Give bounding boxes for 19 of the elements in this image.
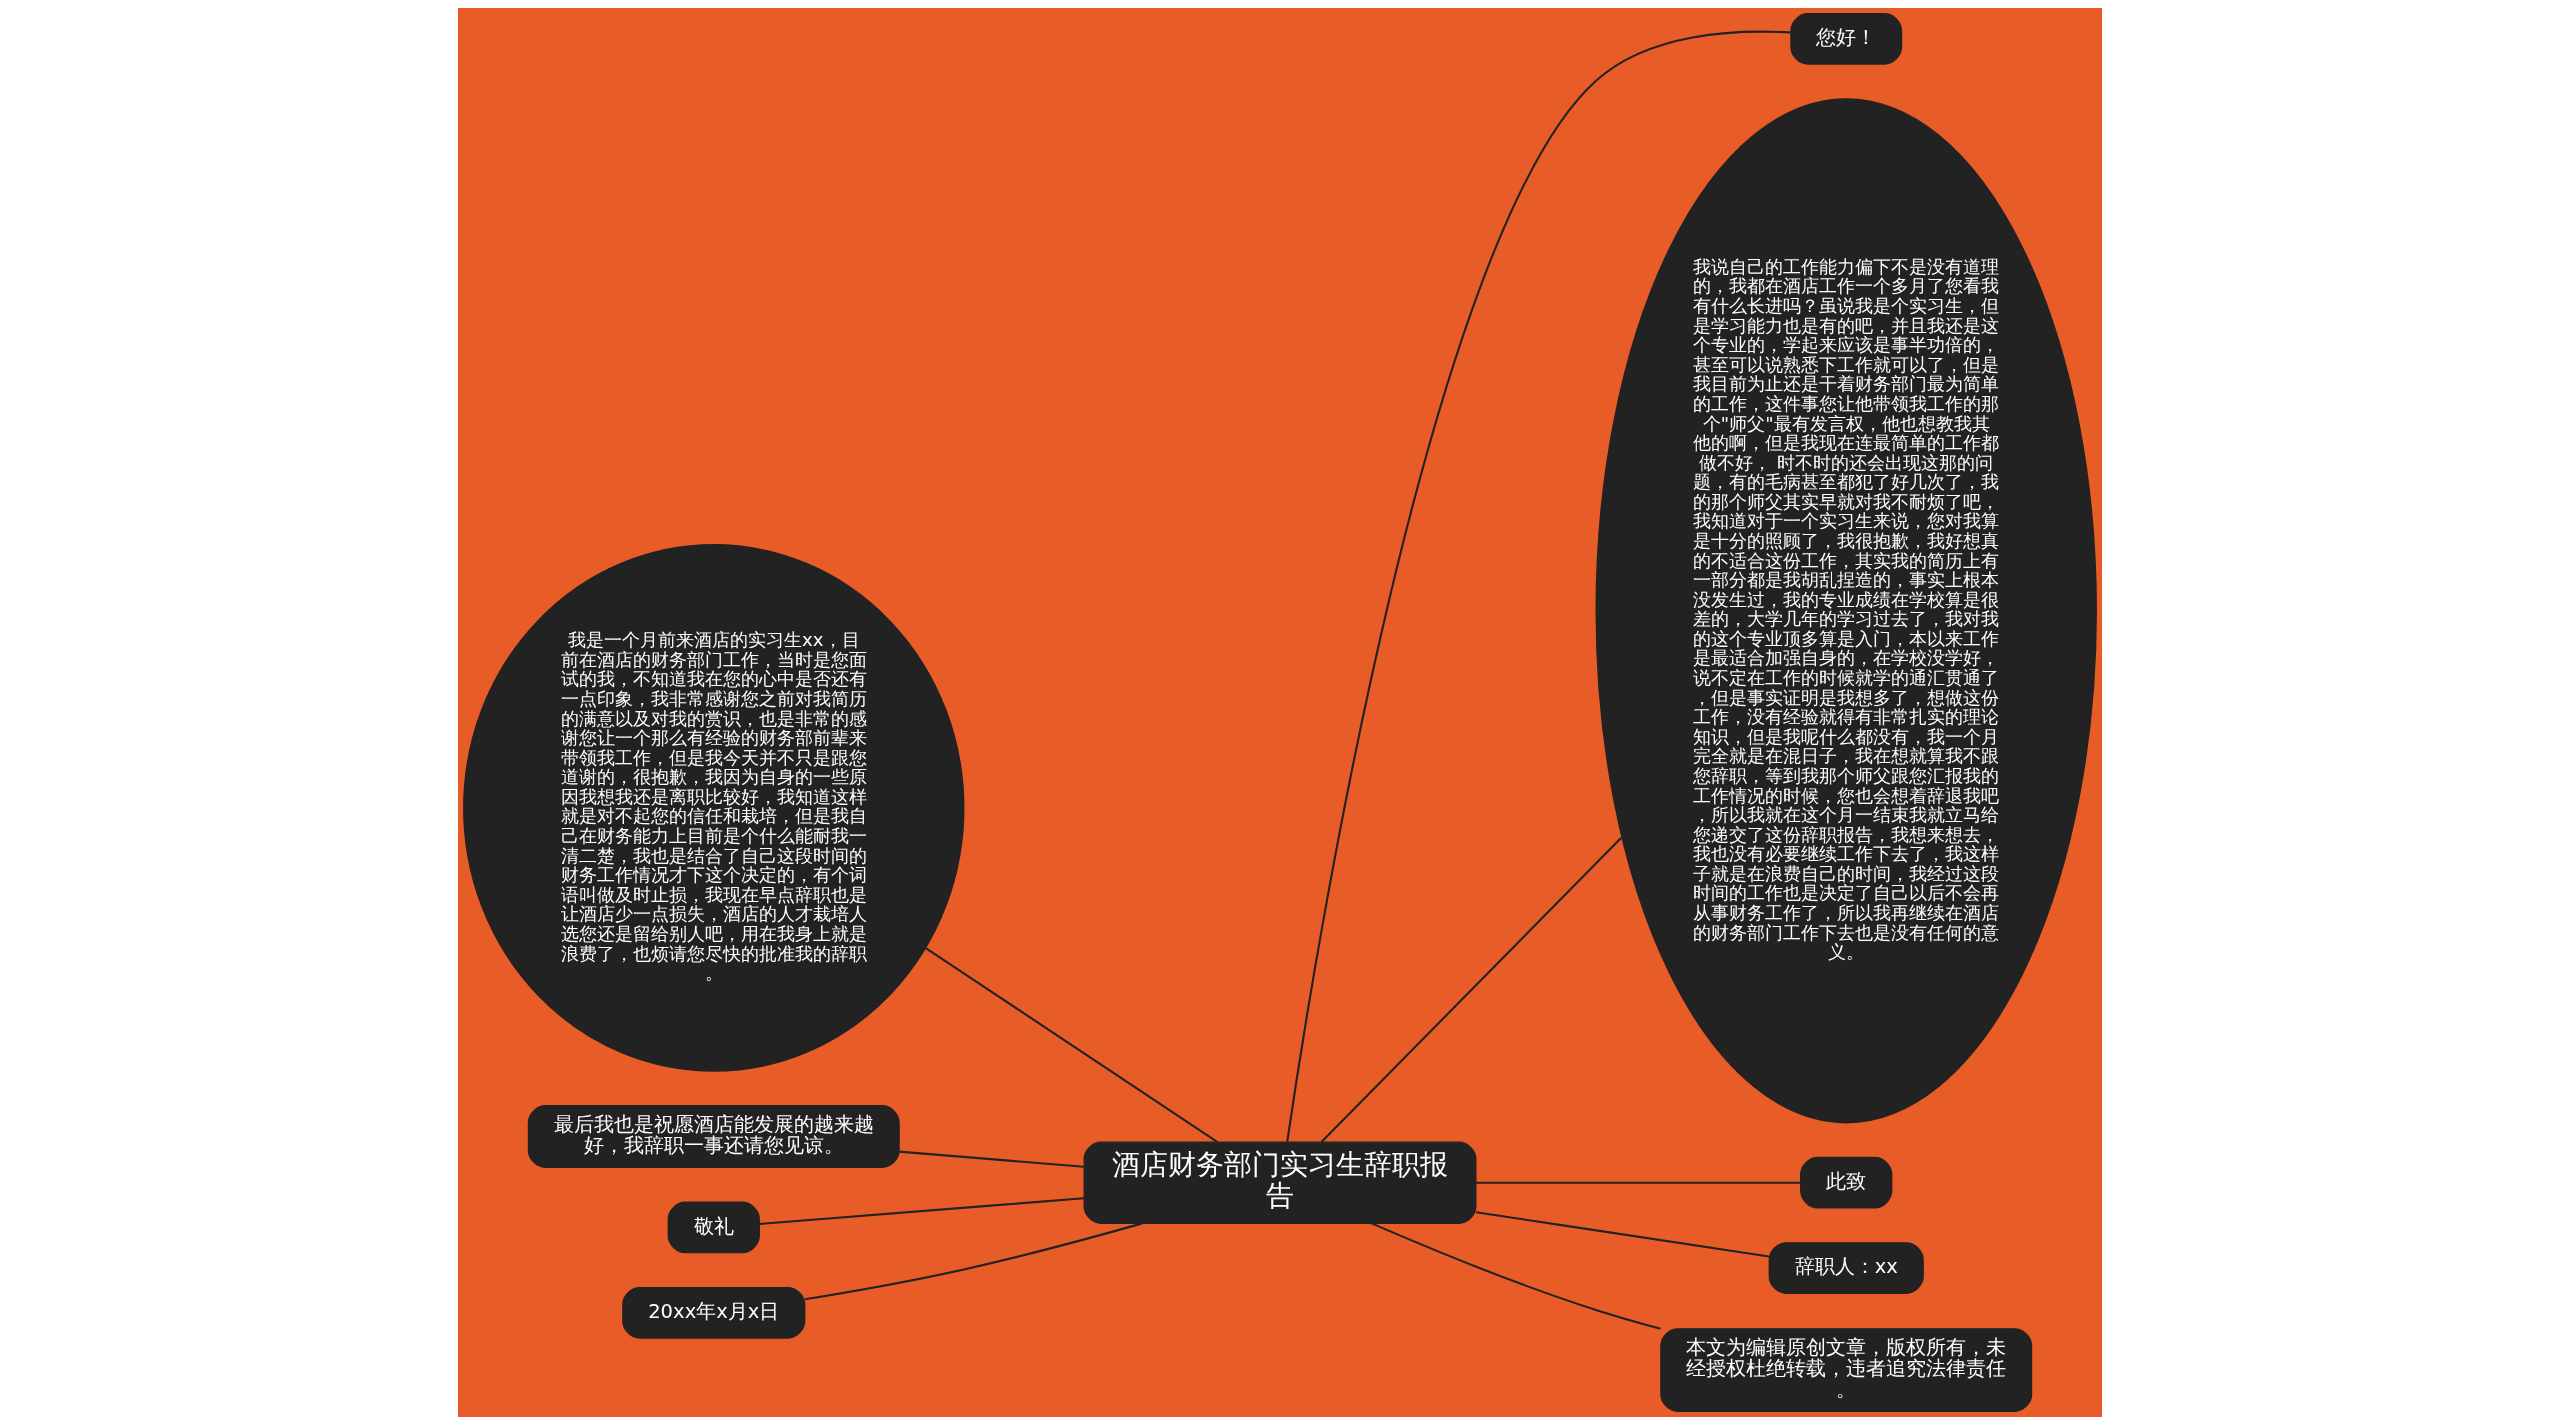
- node-box: 敬礼: [667, 1201, 760, 1254]
- connector: [759, 1197, 1085, 1225]
- connector: [925, 947, 1219, 1143]
- connector: [804, 1222, 1143, 1301]
- node-box: 本文为编辑原创文章，版权所有，未经授权杜绝转载，违者追究法律责任。: [1660, 1328, 2033, 1413]
- node-box: 此致: [1800, 1156, 1893, 1209]
- node-ellipse: 我说自己的工作能力偏下不是没有道理的，我都在酒店工作一个多月了您看我有什么长进吗？虽说我是个实习生，但是学习能力也是有的吧，并且我还是这个专业的，学起来应该是事半功倍的，甚至可以说熟悉下工作就可以了，但是我目前为止还是干着财务部门最为简单的工作，这件事您让他带领我工作的那个"师父"最有发言权，他也想教我其他的啊，但是我现在连最简单的工作都做不好， 时不时的还会出现这那的问题，有的毛病甚至都犯了好几次了，我的那个师父其实早就对我不耐烦了吧，我知道对于一个实习生来说，您对我算是十分的照顾了，我很抱歉，我好想真的不适合这份工作，其实我的简历上有一部分都是我胡乱捏造的，事实上根本没发生过，我的专业成绩在学校算是很差的，大学几年的学习过去了，我对我的这个专业顶多算是入门，本以来工作是最适合加强自身的，在学校没学好，说不定在工作的时候就学的通汇贯通了，但是事实证明是我想多了，想做这份工作，没有经验就得有非常扎实的理论知识，但是我呢什么都没有，我一个月完全就是在混日子，我在想就算我不跟您辞职，等到我那个师父跟您汇报我的工作情况的时候，您也会想着辞退我吧，所以我就在这个月一结束我就立马给您递交了这份辞职报告，我想来想去，我也没有必要继续工作下去了，我这样子就是在浪费自己的时间，我经过这段时间的工作也是决定了自己以后不会再从事财务工作了，所以我再继续在酒店的财务部门工作下去也是没有任何的意义。: [1595, 98, 2097, 1124]
- connector: [1320, 836, 1623, 1143]
- node-box: 酒店财务部门实习生辞职报告: [1083, 1141, 1477, 1224]
- node-box: 最后我也是祝愿酒店能发展的越来越好，我辞职一事还请您见谅。: [527, 1105, 900, 1169]
- node-box: 辞职人：xx: [1768, 1242, 1924, 1294]
- connector: [1476, 1181, 1801, 1184]
- connector: [1475, 1211, 1770, 1258]
- connector: [1286, 30, 1791, 1142]
- node-box: 20xx年x月x日: [622, 1286, 806, 1339]
- node-box: 您好！: [1790, 12, 1903, 65]
- connector: [1371, 1222, 1661, 1330]
- node-circle: 我是一个月前来酒店的实习生xx，目前在酒店的财务部门工作，当时是您面试的我，不知道我在您的心中是否还有一点印象，我非常感谢您之前对我简历的满意以及对我的赏识，也是非常的感谢您让一个那么有经验的财务部前辈来带领我工作，但是我今天并不只是跟您道谢的，很抱歉，我因为自身的一些原因我想我还是离职比较好，我知道这样就是对不起您的信任和栽培，但是我自己在财务能力上目前是个什么能耐我一清二楚，我也是结合了自己这段时间的财务工作情况才下这个决定的，有个词语叫做及时止损，我现在早点辞职也是让酒店少一点损失，酒店的人才栽培人选您还是留给别人吧，用在我身上就是浪费了，也烦请您尽快的批准我的辞职。: [463, 544, 965, 1072]
- connector: [899, 1150, 1084, 1168]
